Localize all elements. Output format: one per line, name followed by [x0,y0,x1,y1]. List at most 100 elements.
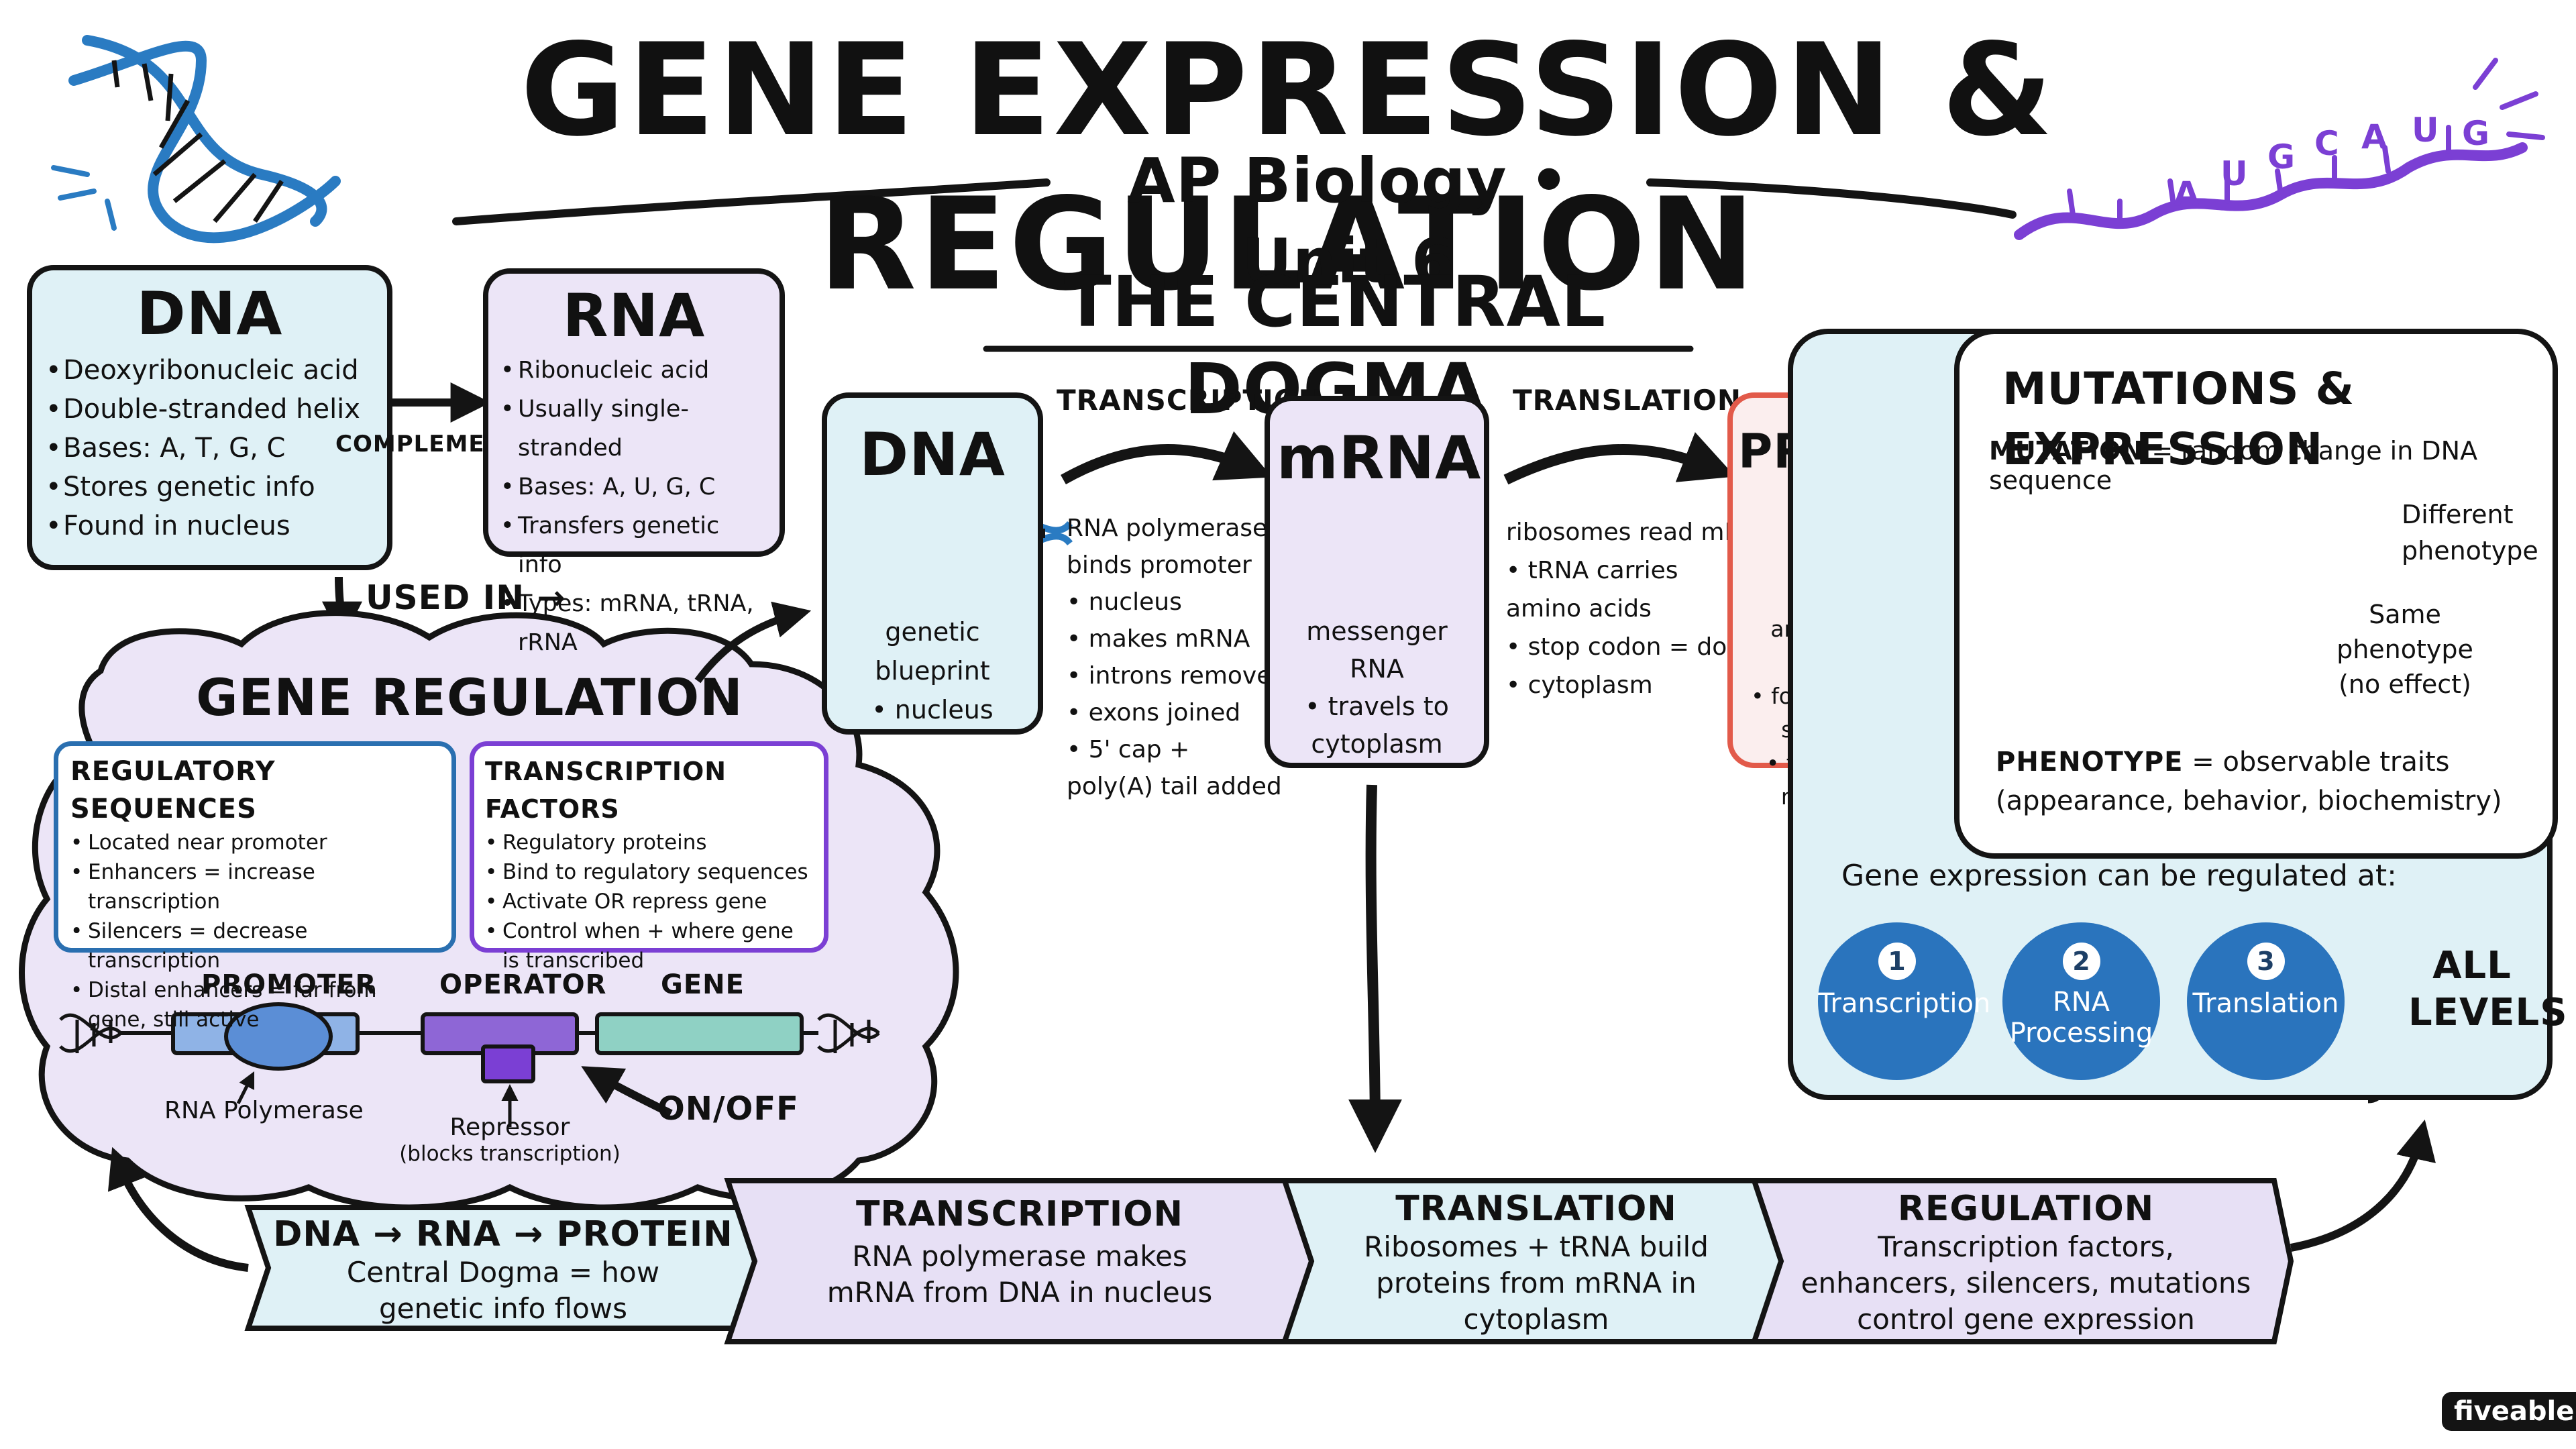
transcription-note: RNA polymerase [1067,515,1268,542]
flow-step-line: proteins from mRNA in [1376,1267,1697,1299]
list-item: Bases: A, T, G, C [46,429,374,468]
mutation-term: MUTATION [1989,436,2144,466]
flow-step-4: REGULATION Transcription factors, enhanc… [1784,1189,2267,1338]
transcription-note: • exons joined [1067,699,1241,727]
list-item: Double-stranded helix [46,390,374,429]
phenotype-examples: (appearance, behavior, biochemistry) [1996,786,2502,816]
list-item: Types: mRNA, tRNA, rRNA [500,584,767,662]
brand-badge[interactable]: fiveable [2442,1392,2576,1431]
page-title: GENE EXPRESSION & REGULATION [520,16,2056,319]
flow-step-title: DNA → RNA → PROTEIN [273,1214,733,1254]
page-subtitle: AP Biology • Unit 6 [1127,145,1570,297]
regulatory-sequences-title: REGULATORY SEQUENCES [70,756,276,824]
flow-step-line: Central Dogma = how [346,1256,660,1289]
promoter-label: PROMOTER [201,969,377,1000]
rna-polymerase-pointer [236,1071,255,1105]
central-dogma-title: THE CENTRAL DOGMA [1063,261,1607,430]
outcome-same: Same phenotype (no effect) [2328,597,2482,702]
rna-letters: A U G C A U G [2174,101,2522,213]
flow-step-line: enhancers, silencers, mutations [1801,1267,2251,1299]
list-item: Regulatory proteins [485,828,813,857]
dogma-dna-card: DNA genetic blueprint • nucleus [822,392,1043,735]
flow-loop-left-arrow [107,1146,249,1272]
translation-arrow [1503,432,1735,485]
rna-letter: A [2174,174,2200,213]
transcription-arrow [1061,431,1273,484]
list-item: Activate OR repress gene [485,887,813,916]
regulation-dna-right-icon [817,1013,880,1053]
flow-loop-right-arrow [2290,1119,2436,1252]
flow-step-title: TRANSLATION [1395,1189,1677,1229]
flow-step-line: Transcription factors, [1878,1230,2174,1263]
rna-letter: G [2462,114,2490,153]
dogma-mrna-title: mRNA [1277,423,1482,492]
dna-helix-icon [51,35,341,244]
flow-step-title: TRANSCRIPTION [856,1194,1183,1234]
flow-step-4-shape [1750,1178,2294,1344]
list-item: Bind to regulatory sequences [485,857,813,887]
flow-step-3: TRANSLATION Ribosomes + tRNA build prote… [1315,1189,1758,1338]
all-levels-label: ALL LEVELS [2408,943,2568,1036]
mutation-def: = random change in DNA sequence [1989,436,2478,495]
list-item: Silencers = decrease transcription [70,916,439,975]
mrna-down-arrow [1348,784,1402,1153]
rna-letter: A [2361,117,2387,156]
level-transcription-circle: 1 Transcription [1818,922,1990,1080]
all-levels-line: LEVELS [2408,991,2568,1034]
list-item: Found in nucleus [46,506,374,545]
level-label: Processing [2009,1018,2153,1049]
phenotype-term: PHENOTYPE [1996,747,2184,777]
list-item: Transfers genetic info [500,506,767,584]
outcome-line: Same [2369,600,2441,629]
level-translation-circle: 3 Translation [2187,922,2345,1080]
list-item: Enhancers = increase transcription [70,857,439,916]
used-in-label: USED IN → [366,578,566,617]
rna-card-title: RNA [562,281,706,350]
level-number: 1 [1878,943,1916,980]
flow-step-line: mRNA from DNA in nucleus [826,1276,1213,1309]
dogma-mrna-line: cytoplasm [1311,729,1443,759]
transcription-note: poly(A) tail added [1067,773,1282,800]
dogma-mrna-card: mRNA messenger RNA • travels to cytoplas… [1265,396,1489,768]
gene-label: GENE [661,969,745,1000]
transcription-note: • introns removed [1067,662,1287,690]
dna-card-title: DNA [136,279,283,348]
list-item: Usually single-stranded [500,390,767,468]
all-levels-line: ALL [2432,944,2512,987]
translation-notes: ribosomes read mRNA • tRNA carries amino… [1506,513,1776,704]
dna-card-list: Deoxyribonucleic acid Double-stranded he… [46,351,374,545]
transcription-factors-card: TRANSCRIPTION FACTORS Regulatory protein… [470,741,828,973]
on-off-label: ON/OFF [657,1090,799,1128]
gene-regulation-title: GENE REGULATION [196,667,743,727]
transcription-notes: RNA polymerase binds promoter • nucleus … [1067,510,1287,805]
gene-bar [595,1012,804,1055]
outcome-different: Different phenotype [2402,496,2538,569]
list-item: Deoxyribonucleic acid [46,351,374,390]
outcome-line: Different [2402,500,2514,529]
rna-letter: G [2267,138,2296,176]
regulated-intro: Gene expression can be regulated at: [1841,859,2397,893]
summary-flow [244,1178,2294,1344]
dna-card: DNA Deoxyribonucleic acid Double-strande… [27,265,392,570]
transcription-note: • nucleus [1067,588,1182,616]
rna-letter: C [2314,124,2339,163]
level-label: RNA [2052,987,2110,1018]
mutations-panel [1788,329,2558,1100]
dogma-dna-line: genetic blueprint [875,617,990,686]
list-item: Ribonucleic acid [500,351,767,390]
repressor-shape [481,1044,535,1083]
flow-step-1: DNA → RNA → PROTEIN Central Dogma = how … [268,1214,738,1327]
outcome-line: phenotype [2402,536,2538,566]
phenotype-def: = observable traits [2192,747,2450,777]
rna-letter: U [2220,154,2248,193]
outcome-line: phenotype [2337,635,2473,664]
translation-label: TRANSLATION [1513,384,1742,417]
regulatory-sequences-card: REGULATORY SEQUENCES Located near promot… [54,741,456,1032]
translation-note: amino acids [1506,595,1652,623]
list-item: Stores genetic info [46,468,374,506]
list-item: Located near promoter [70,828,439,857]
dogma-dna-title: DNA [859,420,1006,489]
operator-label: OPERATOR [439,969,607,1000]
level-number: 2 [2062,943,2100,980]
flow-step-line: genetic info flows [378,1292,628,1325]
